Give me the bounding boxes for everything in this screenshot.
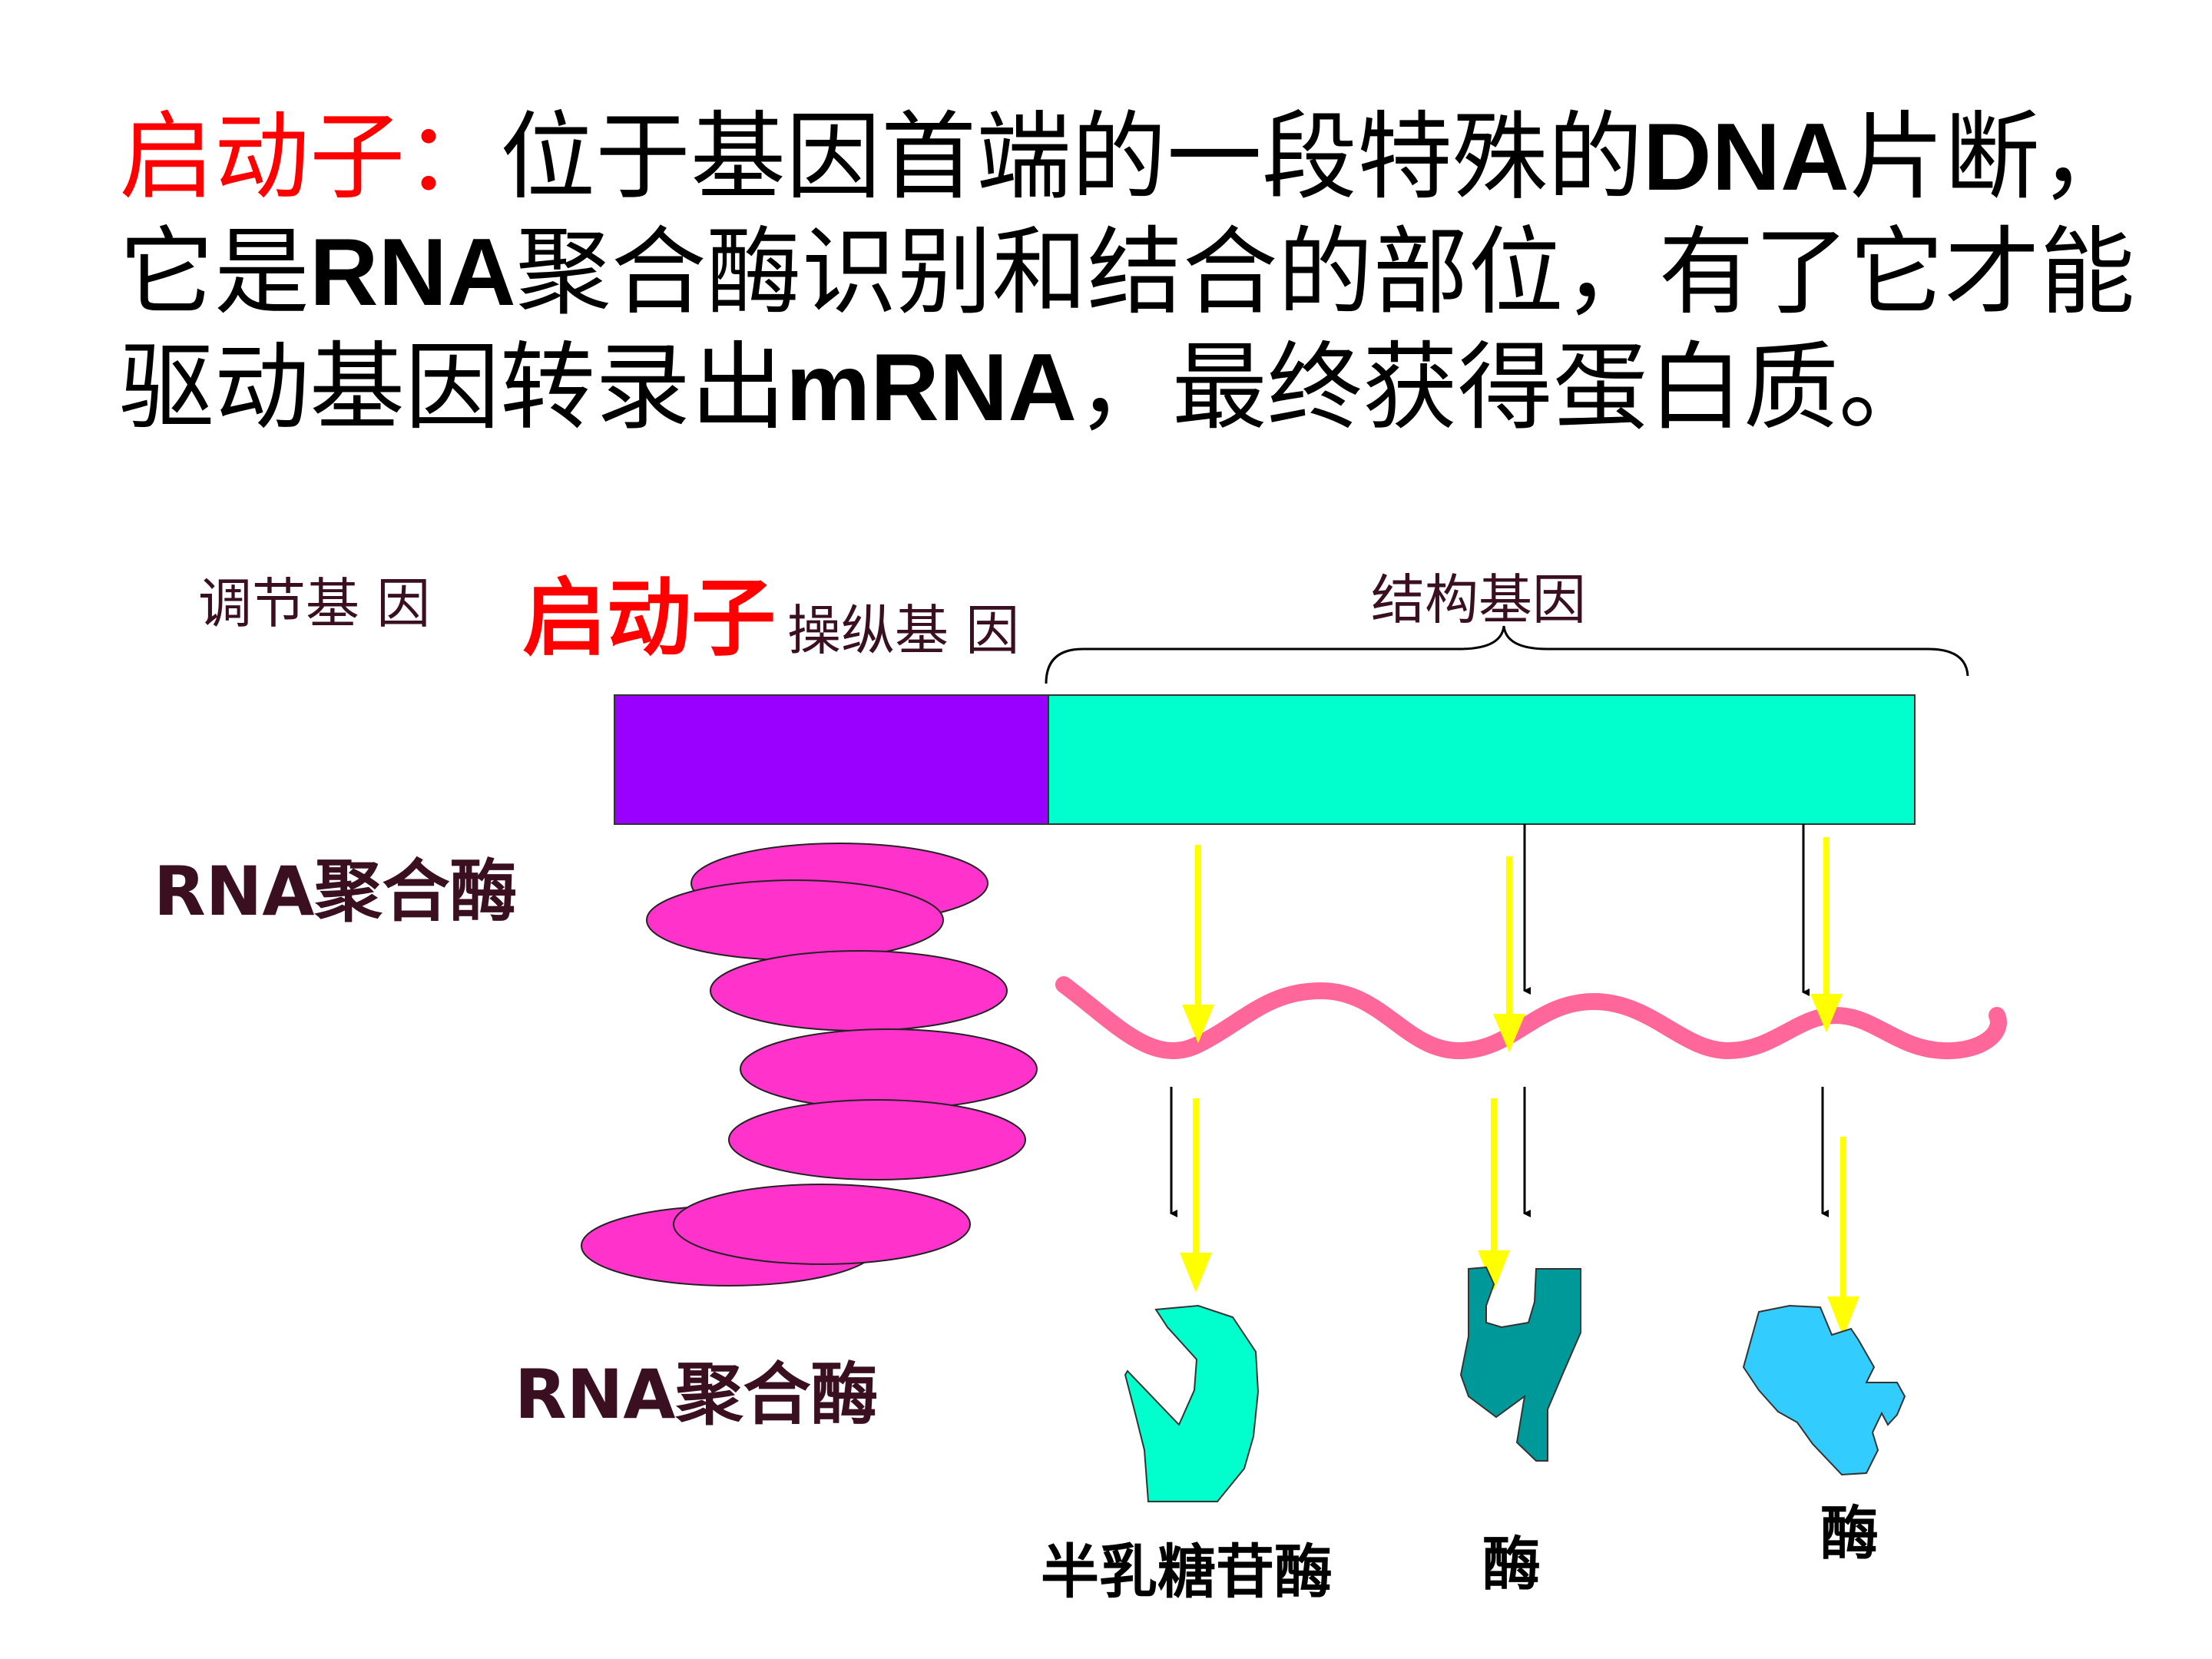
headline-line-1: 启动子：位于基因首端的一段特殊的DNA片断， xyxy=(119,100,2193,215)
structural-gene-brace xyxy=(1045,625,1969,684)
headline-line2-a: 它是 xyxy=(119,217,310,328)
headline-colon: ： xyxy=(405,102,501,213)
headline-line-3: 驱动基因转录出mRNA，最终获得蛋白质。 xyxy=(119,330,2193,445)
label-promoter: 启动子 xyxy=(522,569,776,667)
label-protein-enzyme-2: 酶 xyxy=(1482,1530,1541,1598)
headline-line1-a: 位于基因首端的一段特殊的 xyxy=(500,102,1644,213)
yellow-arrows-upper xyxy=(1182,837,1843,1053)
headline-mrna: mRNA xyxy=(786,335,1077,441)
headline-rna: RNA xyxy=(310,220,516,326)
protein-enzyme-2-shape xyxy=(1459,1266,1581,1462)
label-structural-gene: 结构基因 xyxy=(1371,568,1586,631)
yellow-arrowhead xyxy=(1810,994,1843,1033)
headline-line3-a: 驱动基因转录出 xyxy=(119,333,786,443)
yellow-arrowhead xyxy=(1493,1014,1525,1053)
label-rna-polymerase-top: RNA聚合酶 xyxy=(154,852,518,931)
polymerase-ellipse xyxy=(740,1028,1038,1110)
polymerase-ellipse xyxy=(673,1184,971,1265)
headline-text: 启动子：位于基因首端的一段特殊的DNA片断， 它是RNA聚合酶识别和结合的部位，… xyxy=(119,100,2193,445)
protein-galactosidase-shape xyxy=(1124,1304,1260,1502)
label-regulator-gene: 调节基 因 xyxy=(198,572,431,635)
polymerase-ellipse xyxy=(728,1099,1026,1181)
label-protein-galactosidase: 半乳糖苷酶 xyxy=(1041,1538,1333,1606)
yellow-arrowhead xyxy=(1478,1250,1510,1291)
label-rna-polymerase-bottom: RNA聚合酶 xyxy=(515,1355,879,1434)
structural-gene-block xyxy=(1048,694,1916,825)
yellow-arrowhead xyxy=(1182,1005,1214,1044)
rna-polymerase-stack xyxy=(581,843,1038,1286)
yellow-arrowhead xyxy=(1180,1253,1212,1293)
headline-line1-b: 片断， xyxy=(1849,102,2135,213)
label-protein-enzyme-3: 酶 xyxy=(1820,1499,1879,1568)
promoter-term: 启动子 xyxy=(119,102,406,213)
yellow-arrows-lower xyxy=(1180,1098,1859,1337)
mrna-strand xyxy=(1055,976,2007,1060)
headline-line2-b: 聚合酶识别和结合的部位，有了它才能 xyxy=(515,217,2135,328)
yellow-arrowhead xyxy=(1827,1296,1859,1337)
polymerase-ellipse xyxy=(710,950,1008,1031)
protein-enzyme-3-shape xyxy=(1742,1304,1906,1476)
headline-line3-b: ，最终获得蛋白质。 xyxy=(1076,333,1934,443)
promoter-operator-block xyxy=(614,694,1049,825)
polymerase-ellipse xyxy=(646,879,944,961)
headline-dna: DNA xyxy=(1643,104,1849,210)
headline-line-2: 它是RNA聚合酶识别和结合的部位，有了它才能 xyxy=(119,215,2193,330)
label-operator-gene: 操纵基 因 xyxy=(787,599,1020,662)
